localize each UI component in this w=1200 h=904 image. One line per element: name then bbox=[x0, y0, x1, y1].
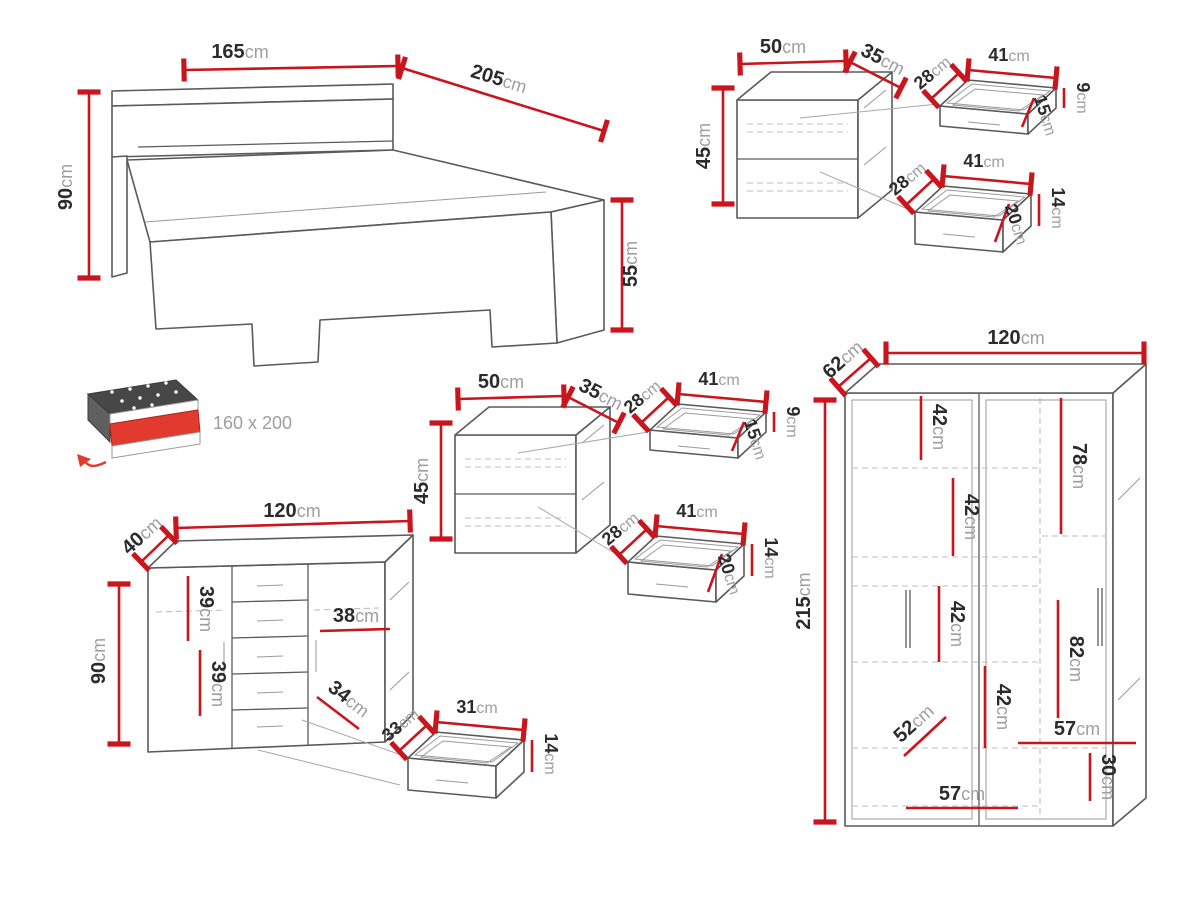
bed-dimensions: 165cm 205cm 90cm 55cm bbox=[55, 41, 642, 333]
drawer-inner-height-label: 20cm bbox=[714, 551, 746, 597]
wardrobe-width-label: 120cm bbox=[987, 327, 1044, 349]
wardrobe-int-2-label: 42cm bbox=[960, 494, 982, 540]
drawer-inner-height-label: 15cm bbox=[1030, 92, 1062, 138]
drawer-width-label: 41cm bbox=[698, 369, 739, 389]
drawer-depth-label: 28cm bbox=[910, 51, 955, 93]
wardrobe-int-4-label: 82cm bbox=[1065, 636, 1087, 682]
wardrobe-int-9-label: 57cm bbox=[939, 783, 985, 805]
drawer-inner-height-dimline bbox=[730, 421, 746, 452]
nightstand-top-height-label: 45cm bbox=[693, 123, 715, 169]
nightstand-bottom-depth-dimline bbox=[560, 385, 627, 435]
wardrobe-int-5-label: 42cm bbox=[992, 684, 1014, 730]
chest-inner-width-label: 38cm bbox=[333, 605, 379, 627]
wardrobe-depth-label: 62cm bbox=[818, 336, 867, 383]
drawer-inner-height-dimline bbox=[993, 203, 1011, 243]
wardrobe-int-7-label: 57cm bbox=[1054, 718, 1100, 740]
bed-left-post bbox=[111, 155, 128, 278]
wardrobe-top bbox=[844, 363, 1147, 394]
chest-inner-top-label: 39cm bbox=[195, 586, 217, 632]
drawer-depth-dimline bbox=[921, 62, 969, 110]
drawer-depth-dimline bbox=[896, 168, 944, 216]
chest-drawer bbox=[407, 731, 525, 799]
chest-width-dimline bbox=[173, 509, 413, 540]
chest-inner-width-dimline bbox=[319, 627, 391, 633]
chest-drawer-depth-dimline bbox=[389, 714, 437, 762]
bed-headboard-face bbox=[111, 98, 394, 158]
nightstand-bottom-body bbox=[454, 406, 611, 554]
bed-foot-face bbox=[550, 199, 605, 344]
chest-inner-bottom-label: 39cm bbox=[207, 661, 229, 707]
nightstand-top-width-dimline bbox=[737, 49, 849, 76]
drawer-depth-label: 28cm bbox=[620, 375, 665, 417]
chest-drawer-height-label: 14cm bbox=[541, 733, 561, 774]
nightstand-top: 50cm 35cm 45cm 28cm 41cm 9cm 15cm 28cm 4… bbox=[693, 36, 1093, 253]
drawer-front-height-label: 9cm bbox=[1073, 82, 1093, 113]
bed-width-dimline bbox=[181, 54, 401, 82]
wardrobe-int-1-label: 78cm bbox=[1068, 443, 1090, 489]
bed-front-frame bbox=[149, 211, 558, 367]
drawer-width-label: 41cm bbox=[676, 501, 717, 521]
bed-footboard-label: 55cm bbox=[620, 241, 642, 287]
drawer-depth-dimline bbox=[631, 386, 679, 434]
bed-height-label: 90cm bbox=[55, 164, 77, 210]
drawer-width-dimline bbox=[674, 382, 770, 414]
nightstand-bottom-width-label: 50cm bbox=[478, 371, 524, 393]
nightstand-bottom-width-dimline bbox=[455, 384, 567, 411]
nightstand-top-width-label: 50cm bbox=[760, 36, 806, 58]
wardrobe-int-0-label: 42cm bbox=[928, 404, 950, 450]
nightstand-bottom: 50cm 35cm 45cm 28cm 41cm 9cm 15cm 28cm 4… bbox=[411, 369, 803, 603]
wardrobe-depth-dimline bbox=[828, 347, 881, 398]
wardrobe-height-label: 215cm bbox=[793, 572, 815, 629]
nightstand-top-depth-dimline bbox=[842, 50, 909, 100]
chest-depth-dimline bbox=[131, 524, 179, 573]
nightstand-bottom-height-label: 45cm bbox=[411, 458, 433, 504]
drawer-inner-height-dimline bbox=[706, 553, 724, 593]
drawer-front-height-label: 14cm bbox=[1048, 187, 1068, 228]
drawer-front-height-label: 9cm bbox=[783, 406, 803, 437]
bed-size-icon bbox=[77, 379, 201, 468]
drawer-width-dimline bbox=[652, 514, 748, 546]
drawer-inner-height-dimline bbox=[1020, 97, 1036, 128]
nightstand-top-body bbox=[736, 71, 893, 219]
chest-inner-diagonal-dimline bbox=[316, 695, 360, 731]
chest-top bbox=[147, 534, 414, 569]
drawer-inner-height-label: 15cm bbox=[740, 416, 772, 462]
bed-length-dimline bbox=[396, 56, 610, 143]
bed-diagram bbox=[111, 83, 605, 367]
chest-width-label: 120cm bbox=[263, 500, 320, 522]
drawer-front-height-label: 14cm bbox=[761, 537, 781, 578]
chest-height-label: 90cm bbox=[88, 638, 110, 684]
mattress-size-label: 160 x 200 bbox=[213, 413, 292, 433]
chest-drawer-width-dimline bbox=[432, 710, 528, 742]
wardrobe-int-8-label: 30cm bbox=[1097, 754, 1119, 800]
drawer-width-label: 41cm bbox=[963, 151, 1004, 171]
drawer-depth-dimline bbox=[609, 518, 657, 566]
chest-depth-label: 40cm bbox=[117, 512, 166, 559]
wardrobe-diagram: 62cm 120cm 215cm 42cm 78cm 42cm 42cm 82c… bbox=[793, 327, 1147, 827]
wardrobe-int-3-label: 42cm bbox=[946, 601, 968, 647]
bed-width-label: 165cm bbox=[211, 41, 268, 63]
drawer-width-label: 41cm bbox=[988, 45, 1029, 65]
chest-diagram: 40cm 120cm 90cm 39cm 39cm 38cm 34cm 33cm… bbox=[88, 500, 561, 799]
wardrobe-int-6-dimline bbox=[903, 716, 947, 757]
chest-details bbox=[155, 564, 410, 749]
headboard-speckles bbox=[110, 381, 178, 410]
chest-drawer-width-label: 31cm bbox=[456, 697, 497, 717]
drawer-width-dimline bbox=[939, 164, 1035, 196]
drawer-width-dimline bbox=[964, 58, 1060, 90]
